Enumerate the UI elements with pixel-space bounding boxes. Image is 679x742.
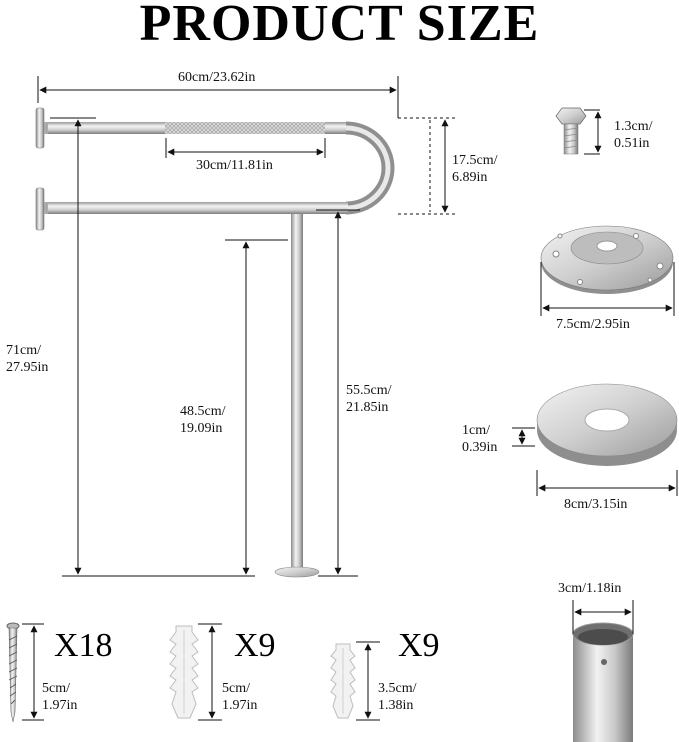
page-title: PRODUCT SIZE [139, 0, 540, 52]
small-anchor-quantity: X9 [398, 627, 440, 664]
cover-thickness-cm: 1cm/ [462, 423, 490, 438]
total-height-cm: 71cm/ [6, 343, 41, 358]
rail-dimensions [37, 76, 458, 577]
large-anchor-length-cm: 5cm/ [222, 681, 250, 696]
large-anchor-length-in: 1.97in [222, 698, 258, 713]
grip-length-label: 30cm/11.81in [196, 158, 273, 173]
floor-flange [274, 566, 320, 578]
cover-size-label: 8cm/3.15in [564, 497, 628, 512]
screw-icon [6, 622, 20, 723]
small-anchor-icon [330, 643, 356, 719]
large-anchor-length-label: 5cm/ 1.97in [222, 680, 257, 714]
bolt-icon [555, 107, 587, 155]
leg-height-cm: 48.5cm/ [180, 404, 226, 419]
bar-height-in: 21.85in [346, 400, 389, 415]
cover-thickness-in: 0.39in [462, 440, 498, 455]
bar-height-label: 55.5cm/ 21.85in [346, 382, 392, 416]
screw-length-cm: 5cm/ [42, 681, 70, 696]
small-anchor-length-label: 3.5cm/ 1.38in [378, 680, 417, 714]
screw-length-in: 1.97in [42, 698, 78, 713]
knurled-grip [165, 122, 325, 134]
u-bend [345, 121, 395, 215]
total-height-in: 27.95in [6, 360, 49, 375]
screw-quantity: X18 [54, 627, 113, 664]
wall-flange-bottom [35, 187, 45, 231]
depth-label-cm: 17.5cm/ [452, 153, 498, 168]
tube-icon [572, 622, 634, 742]
small-anchor-length-in: 1.38in [378, 698, 414, 713]
grab-rail [35, 107, 395, 578]
bolt-size-label: 1.3cm/ 0.51in [614, 118, 653, 152]
floor-leg [291, 214, 303, 572]
bolt-size-cm: 1.3cm/ [614, 119, 653, 134]
leg-height-label: 48.5cm/ 19.09in [180, 403, 226, 437]
depth-label: 17.5cm/ 6.89in [452, 152, 498, 186]
cover-plate-icon [536, 383, 678, 466]
tube-diameter-label: 3cm/1.18in [558, 581, 622, 596]
total-height-label: 71cm/ 27.95in [6, 342, 48, 376]
bottom-bar [48, 202, 348, 214]
large-anchor-quantity: X9 [234, 627, 276, 664]
flange-size-label: 7.5cm/2.95in [556, 317, 630, 332]
cover-thickness-label: 1cm/ 0.39in [462, 422, 497, 456]
bolt-size-in: 0.51in [614, 136, 650, 151]
depth-label-in: 6.89in [452, 170, 488, 185]
rail-width-label: 60cm/23.62in [178, 70, 256, 85]
mounting-flange-icon [540, 225, 674, 294]
leg-height-in: 19.09in [180, 421, 223, 436]
bar-height-cm: 55.5cm/ [346, 383, 392, 398]
screw-length-label: 5cm/ 1.97in [42, 680, 77, 714]
large-anchor-icon [169, 625, 199, 719]
wall-flange-top [35, 107, 45, 149]
small-anchor-length-cm: 3.5cm/ [378, 681, 417, 696]
